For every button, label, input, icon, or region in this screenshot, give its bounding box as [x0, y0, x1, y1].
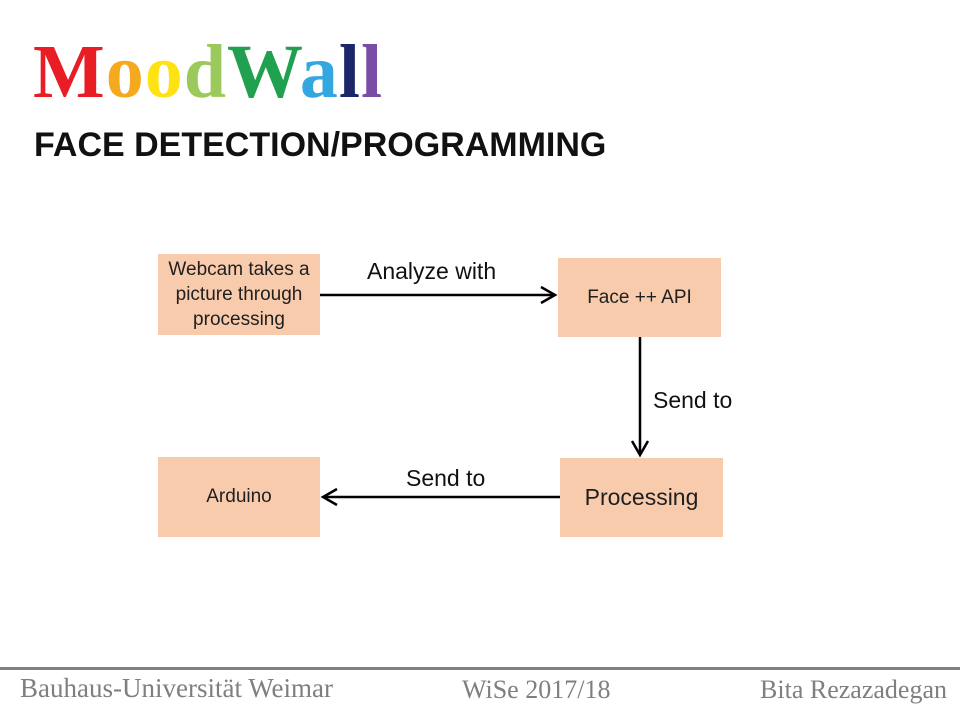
diagram-box-faceapi: Face ++ API: [558, 258, 721, 337]
diagram-box-webcam: Webcam takes a picture through processin…: [158, 254, 320, 335]
diagram-box-arduino-label: Arduino: [206, 486, 272, 507]
logo-letter-w: W: [227, 30, 300, 114]
logo-letter-a: a: [299, 30, 339, 114]
logo-letter-d: d: [183, 30, 228, 114]
footer-divider: [0, 667, 960, 670]
footer-author: Bita Rezazadegan: [760, 675, 947, 704]
moodwall-logo: MoodWall: [33, 34, 383, 110]
footer-institution: Bauhaus-Universität Weimar: [20, 673, 333, 703]
arrow-webcam-to-faceapi-icon: [320, 285, 558, 305]
diagram-box-processing-label: Processing: [584, 484, 699, 510]
arrow-faceapi-to-processing-icon: [630, 337, 650, 458]
logo-letter-m: M: [33, 30, 106, 114]
diagram-box-faceapi-label: Face ++ API: [587, 286, 692, 308]
diagram-box-processing: Processing: [560, 458, 723, 537]
logo-letter-l2: l: [360, 30, 384, 114]
logo-letter-o1: o: [105, 30, 145, 114]
arrow-label-send-to-processing: Send to: [653, 387, 733, 413]
logo-letter-o2: o: [144, 30, 184, 114]
diagram-box-webcam-label: Webcam takes a picture through processin…: [168, 258, 310, 331]
arrow-label-send-to-arduino: Send to: [406, 465, 486, 491]
diagram-box-arduino: Arduino: [158, 457, 320, 537]
footer-semester: WiSe 2017/18: [462, 675, 611, 704]
page-title: FACE DETECTION/PROGRAMMING: [34, 126, 607, 164]
arrow-processing-to-arduino-icon: [320, 487, 560, 507]
arrow-label-analyze-with: Analyze with: [367, 258, 497, 284]
logo-letter-l1: l: [338, 30, 361, 114]
